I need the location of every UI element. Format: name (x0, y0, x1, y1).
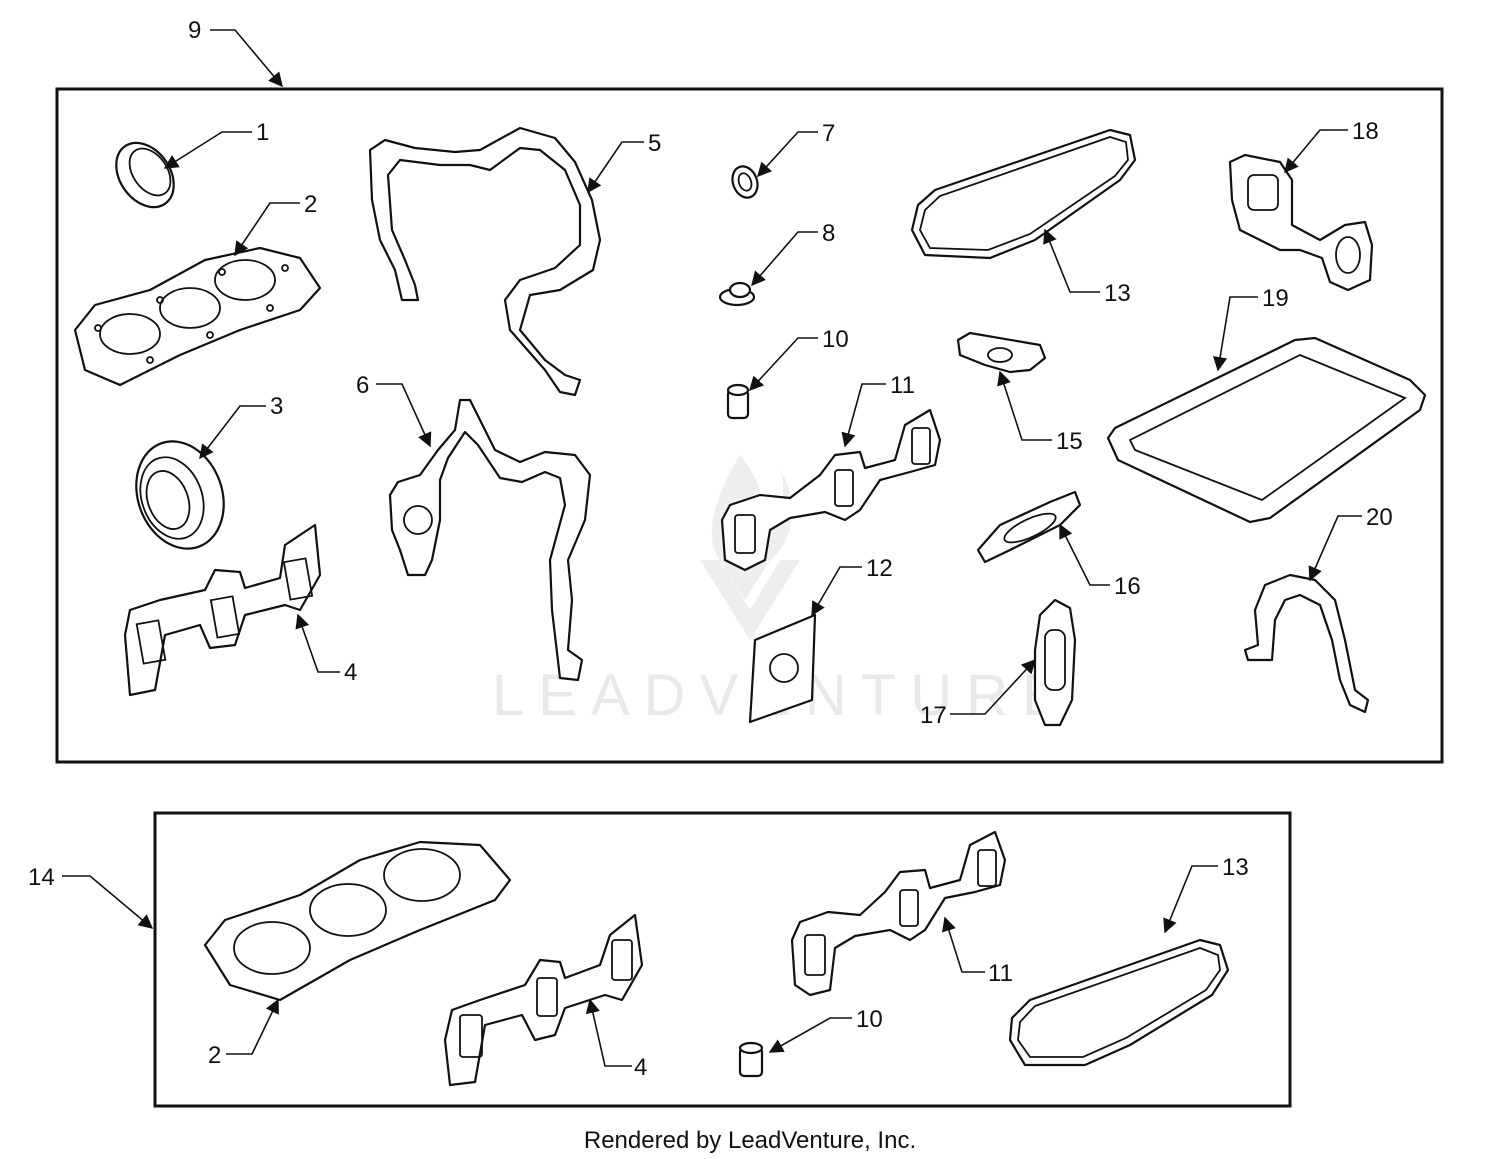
part-19-oil-pan-gasket (1106, 336, 1427, 524)
callout-lower-13: 13 (1222, 854, 1249, 881)
callouts-main: 9 1 2 3 4 5 6 7 8 10 11 12 13 15 16 17 1… (188, 17, 1393, 729)
part-16-gasket (976, 490, 1082, 564)
part-12-plate-gasket (748, 613, 817, 724)
part-8-washer (718, 281, 756, 307)
part-17-gasket (1033, 598, 1077, 727)
callout-10: 10 (822, 326, 849, 353)
footer-credit: Rendered by LeadVenture, Inc. (584, 1127, 916, 1154)
callout-4: 4 (344, 659, 357, 686)
callout-1: 1 (256, 119, 269, 146)
callout-15: 15 (1056, 428, 1083, 455)
kit-box-main (55, 87, 1444, 764)
callout-20: 20 (1366, 504, 1393, 531)
lower-part-11-manifold-gasket (790, 830, 1007, 997)
lower-part-13-cover-gasket (1008, 938, 1230, 1067)
callout-16: 16 (1114, 573, 1141, 600)
callout-2: 2 (304, 191, 317, 218)
callout-5: 5 (648, 130, 661, 157)
part-6-cover-gasket (388, 398, 592, 682)
callout-lower-4: 4 (634, 1054, 647, 1081)
callout-8: 8 (822, 220, 835, 247)
part-1-oil-seal (115, 141, 175, 209)
part-10-valve-seal (726, 383, 750, 420)
callout-19: 19 (1262, 285, 1289, 312)
kit-box-secondary (153, 811, 1292, 1108)
lower-part-4-manifold-gasket (443, 913, 644, 1087)
callout-lower-11: 11 (988, 960, 1013, 987)
leader-lines-secondary (62, 865, 1218, 1067)
callout-lower-10: 10 (856, 1006, 883, 1033)
lower-part-10-valve-seal (738, 1041, 764, 1078)
part-2-head-gasket (73, 246, 322, 387)
part-11-manifold-gasket (720, 408, 942, 572)
callout-6: 6 (356, 372, 369, 399)
leader-lines-main (163, 29, 1362, 715)
part-5-cover-gasket (368, 126, 602, 397)
callout-17: 17 (920, 702, 947, 729)
part-20-seal-retainer-gasket (1243, 573, 1370, 714)
part-4-manifold-gasket (123, 523, 322, 697)
callout-7: 7 (822, 120, 835, 147)
part-3-oil-seal (135, 440, 225, 550)
callout-14: 14 (28, 864, 55, 891)
part-7-seal-ring (731, 165, 759, 199)
callout-9: 9 (188, 17, 201, 44)
callout-lower-2: 2 (208, 1042, 221, 1069)
callout-18: 18 (1352, 118, 1379, 145)
part-18-gasket (1228, 153, 1374, 292)
lower-part-2-head-gasket (203, 840, 512, 1002)
callouts-secondary: 14 2 4 10 11 13 (28, 854, 1249, 1081)
callout-12: 12 (866, 555, 893, 582)
part-13-cover-gasket (910, 128, 1137, 260)
callout-11: 11 (890, 372, 915, 399)
callout-3: 3 (270, 393, 283, 420)
callout-13: 13 (1104, 280, 1131, 307)
part-15-gasket (956, 331, 1047, 374)
